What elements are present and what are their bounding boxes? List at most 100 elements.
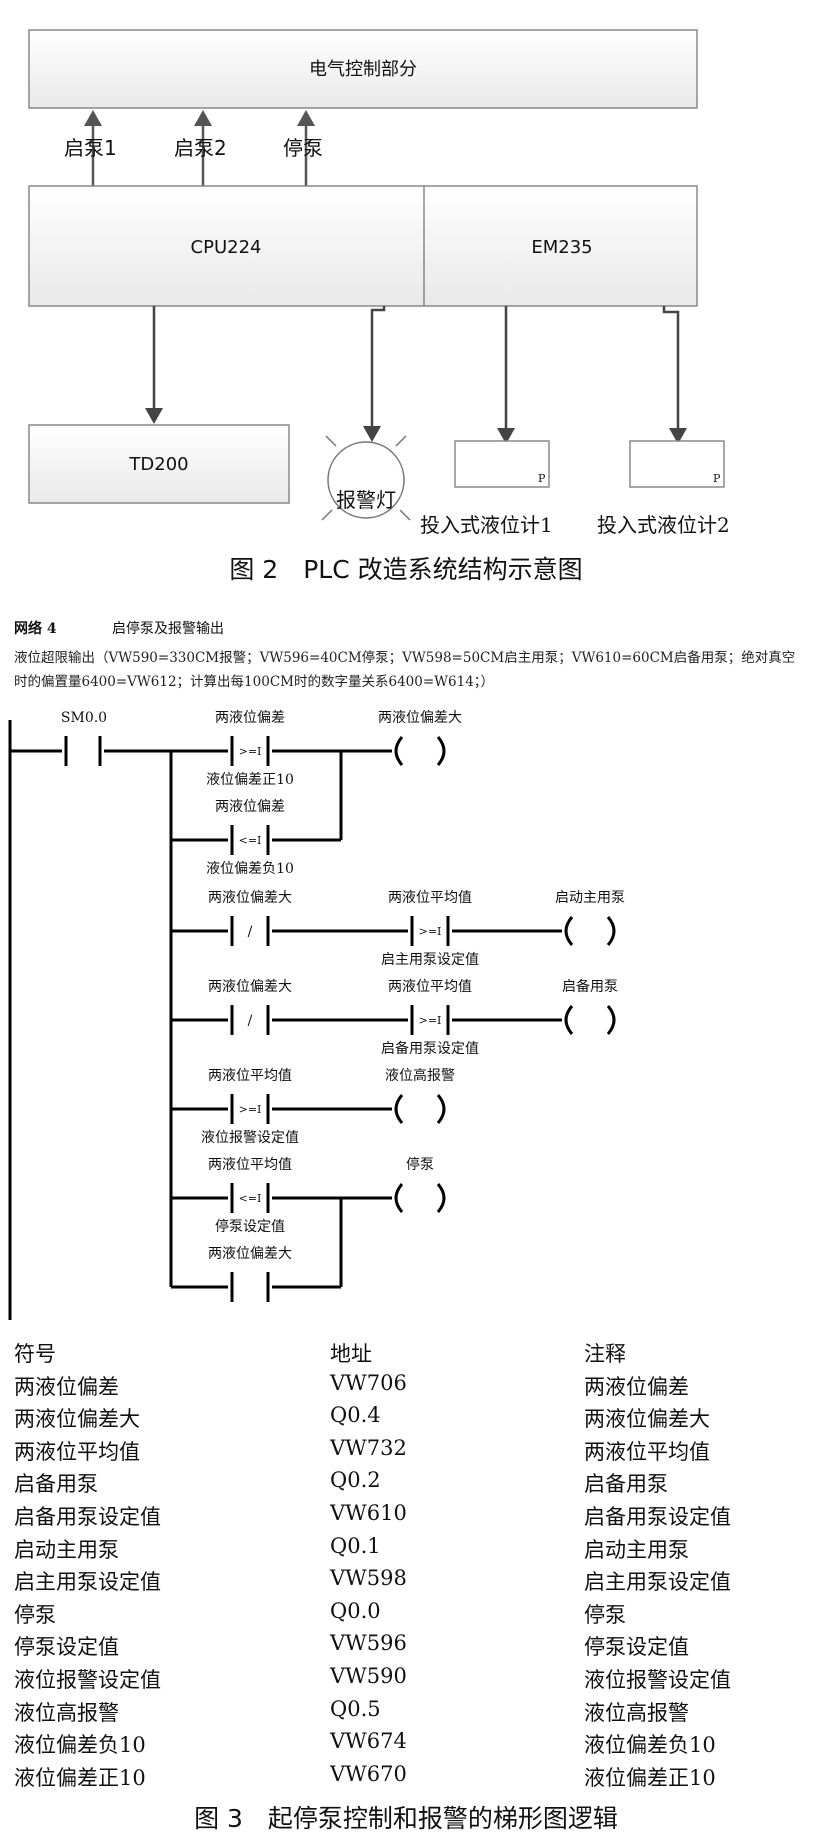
compare-le-1: <=I	[239, 834, 262, 847]
r2-bottom-label: 液位偏差负10	[206, 861, 294, 877]
compare-ge-3: >=I	[419, 1014, 442, 1027]
symbol: 启备用泵设定值	[14, 1504, 161, 1529]
address: Q0.1	[330, 1533, 381, 1558]
level-sensor-2: P	[629, 440, 725, 488]
compare-ge-1: >=I	[239, 745, 262, 758]
r6-bottom-label: 停泵设定值	[215, 1218, 285, 1235]
address: VW598	[330, 1566, 407, 1591]
r5-top-label: 两液位平均值	[208, 1068, 292, 1084]
cpu-em-box: CPU224 EM235	[28, 185, 698, 307]
r6-coil-label: 停泵	[406, 1156, 434, 1173]
comment: 液位高报警	[584, 1700, 689, 1725]
r4-cmp-label: 两液位平均值	[388, 979, 472, 995]
r3-nc-label: 两液位偏差大	[208, 890, 292, 906]
electrical-control-box: 电气控制部分	[28, 29, 698, 109]
network-title: 网络 4	[14, 620, 57, 637]
comment: 启主用泵设定值	[584, 1570, 731, 1595]
level-sensor-1: P	[454, 440, 550, 488]
table-row: 两液位偏差 VW706 两液位偏差	[14, 1371, 804, 1404]
address: VW590	[330, 1663, 407, 1688]
symbol-table-header: 符号 地址 注释	[14, 1338, 804, 1371]
r2-top-label: 两液位偏差	[215, 799, 285, 815]
figure-2-system-diagram: 电气控制部分 启泵1 启泵2 停泵 CPU224 EM235 TD200	[28, 29, 730, 584]
td200-box: TD200	[28, 424, 290, 504]
header-address: 地址	[330, 1342, 372, 1366]
em-label: EM235	[531, 237, 592, 258]
comment: 启动主用泵	[584, 1537, 689, 1562]
r4-nc-label: 两液位偏差大	[208, 979, 292, 995]
table-row: 两液位平均值 VW732 两液位平均值	[14, 1436, 804, 1469]
nc-contact-1: /	[248, 924, 253, 940]
compare-le-2: <=I	[239, 1192, 262, 1205]
address: Q0.0	[330, 1598, 381, 1623]
r1-bottom-label: 液位偏差正10	[206, 772, 294, 788]
signal-start-pump-1: 启泵1	[64, 136, 117, 160]
ladder-diagram: 网络 4 启停泵及报警输出 液位超限输出（VW590=330CM报警；VW596…	[8, 620, 795, 1320]
r5-coil-label: 液位高报警	[385, 1067, 455, 1084]
cpu-label: CPU224	[191, 237, 262, 258]
r1-top-label: 两液位偏差	[215, 710, 285, 726]
symbol: 启动主用泵	[14, 1537, 119, 1562]
figure-3-caption-area: 图 3 起停泵控制和报警的梯形图逻辑	[194, 1804, 618, 1833]
table-row: 启动主用泵 Q0.1 启动主用泵	[14, 1534, 804, 1567]
signal-start-pump-2: 启泵2	[174, 136, 227, 160]
address: VW610	[330, 1500, 407, 1525]
signal-arrows	[84, 110, 315, 186]
symbol: 启备用泵	[14, 1472, 98, 1497]
sm-contact-label: SM0.0	[61, 710, 107, 726]
comment: 停泵设定值	[584, 1635, 689, 1660]
comment: 两液位平均值	[584, 1439, 710, 1464]
ladder-coils	[394, 736, 616, 1213]
address: VW674	[330, 1729, 407, 1754]
comment: 液位偏差负10	[584, 1733, 716, 1758]
r1-coil-label: 两液位偏差大	[378, 710, 462, 726]
comment: 两液位偏差	[584, 1374, 689, 1399]
comment: 液位偏差正10	[584, 1765, 716, 1790]
symbol: 两液位偏差大	[14, 1407, 140, 1432]
address: VW706	[330, 1370, 407, 1395]
ladder-contacts	[64, 736, 450, 1302]
symbol: 液位报警设定值	[14, 1667, 161, 1692]
alarm-lamp-label: 报警灯	[336, 488, 396, 512]
r3-bottom-label: 启主用泵设定值	[381, 952, 479, 968]
sensor-2-label: 投入式液位计2	[597, 513, 730, 537]
compare-ge-2: >=I	[419, 925, 442, 938]
sensor-1-mark: P	[538, 472, 546, 485]
sensor-2-mark: P	[713, 472, 721, 485]
comment: 启备用泵设定值	[584, 1504, 731, 1529]
sensor-1-label: 投入式液位计1	[420, 513, 553, 537]
ladder-wires	[8, 720, 562, 1320]
figure-3-caption: 图 3 起停泵控制和报警的梯形图逻辑	[194, 1804, 618, 1833]
r4-coil-label: 启备用泵	[562, 978, 618, 995]
table-row: 停泵 Q0.0 停泵	[14, 1599, 804, 1632]
electrical-control-label: 电气控制部分	[309, 59, 417, 80]
symbol: 两液位偏差	[14, 1374, 119, 1399]
symbol: 两液位平均值	[14, 1439, 140, 1464]
r5-bottom-label: 液位报警设定值	[201, 1130, 299, 1146]
symbol: 液位偏差正10	[14, 1765, 146, 1790]
comment: 启备用泵	[584, 1472, 668, 1497]
address: Q0.4	[330, 1403, 381, 1428]
figure-2-caption: 图 2 PLC 改造系统结构示意图	[229, 555, 582, 584]
r4-bottom-label: 启备用泵设定值	[381, 1040, 479, 1057]
r3-cmp-label: 两液位平均值	[388, 890, 472, 906]
r7-top-label: 两液位偏差大	[208, 1246, 292, 1262]
symbol: 停泵设定值	[14, 1635, 119, 1660]
symbol: 液位高报警	[14, 1700, 119, 1725]
signal-stop-pump: 停泵	[283, 136, 323, 160]
compare-ge-4: >=I	[239, 1103, 262, 1116]
r3-coil-label: 启动主用泵	[555, 890, 625, 906]
header-symbol: 符号	[14, 1342, 56, 1366]
symbol: 停泵	[14, 1602, 56, 1627]
nc-contact-2: /	[248, 1013, 253, 1029]
address: VW732	[330, 1435, 407, 1460]
comment: 停泵	[584, 1602, 626, 1627]
